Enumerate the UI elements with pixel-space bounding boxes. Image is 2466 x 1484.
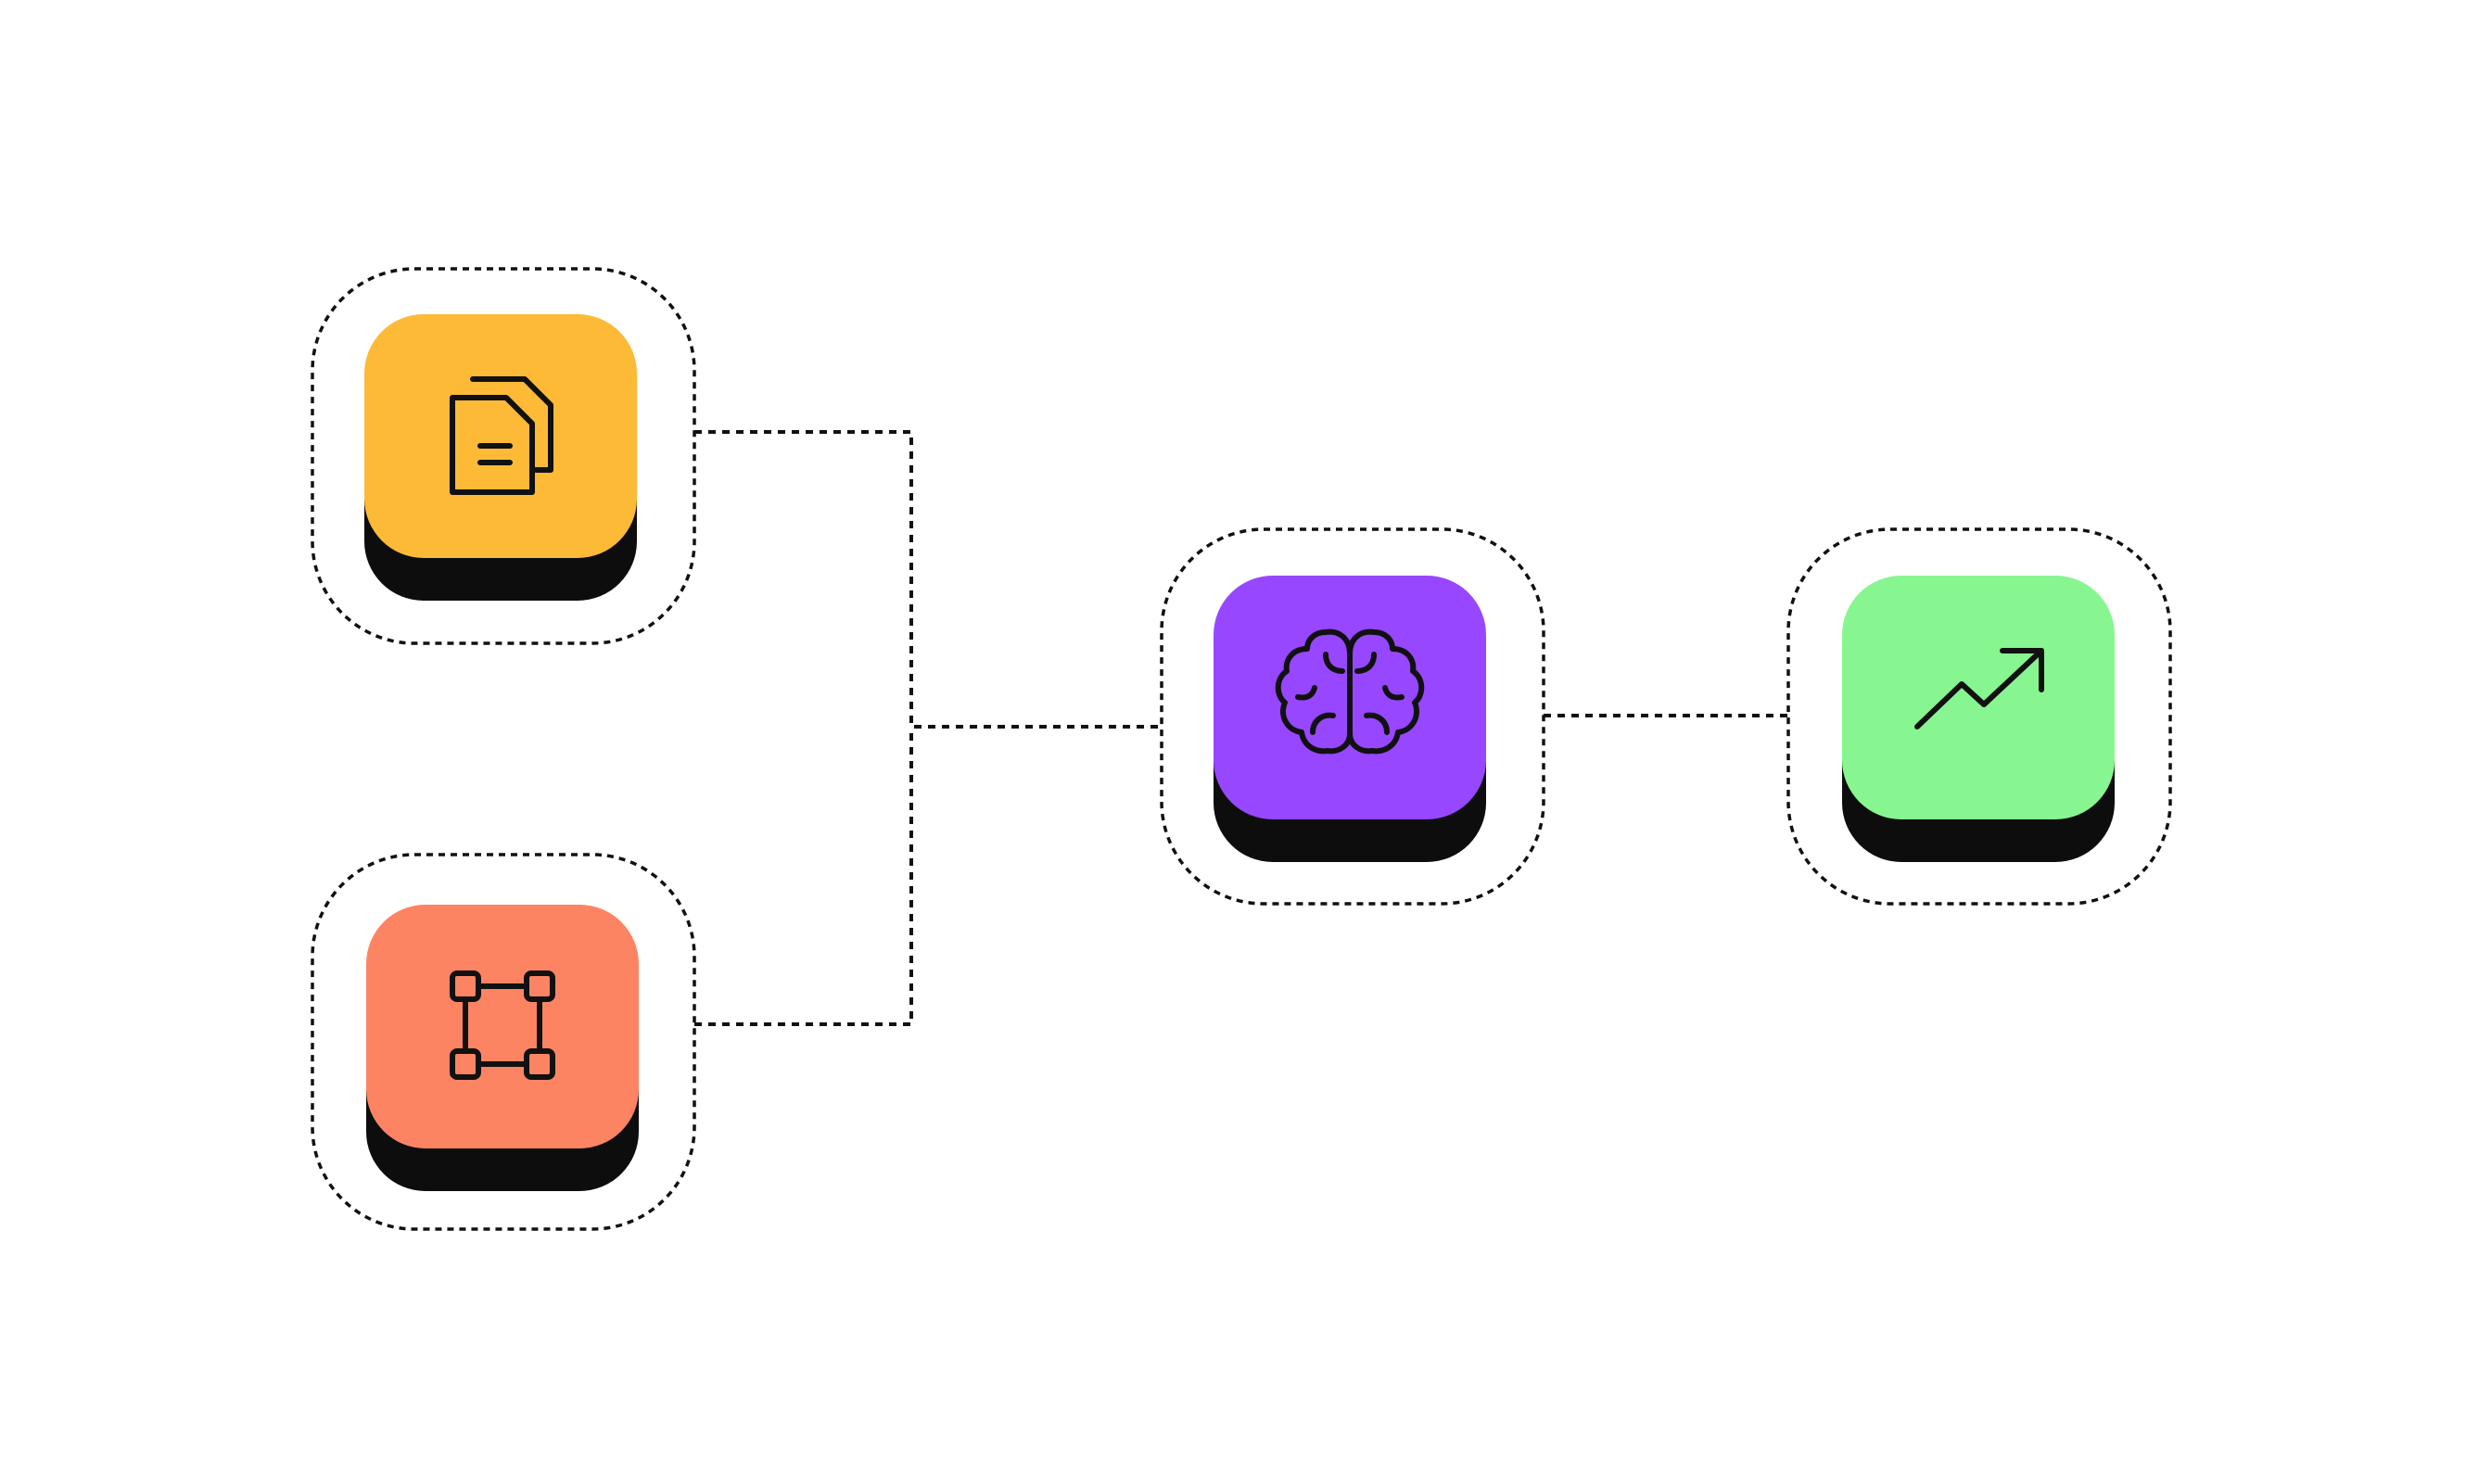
node-documents-outline (311, 267, 696, 645)
node-brain (1160, 527, 1545, 906)
node-structure-outline (311, 853, 696, 1231)
node-brain-outline (1160, 527, 1545, 906)
node-documents (311, 267, 696, 645)
connectors (694, 430, 1788, 1026)
connector-structure-to-brain (694, 727, 913, 1026)
node-growth-outline (1786, 527, 2172, 906)
node-structure (311, 853, 696, 1231)
trending-up-icon (1914, 648, 2044, 729)
bounding-box-icon (450, 970, 555, 1080)
connector-documents-to-brain (694, 430, 1162, 729)
node-growth (1786, 527, 2172, 906)
node-structure-tile (366, 905, 639, 1148)
documents-icon (450, 376, 553, 495)
brain-icon (1275, 628, 1425, 755)
node-documents-tile (364, 314, 637, 558)
